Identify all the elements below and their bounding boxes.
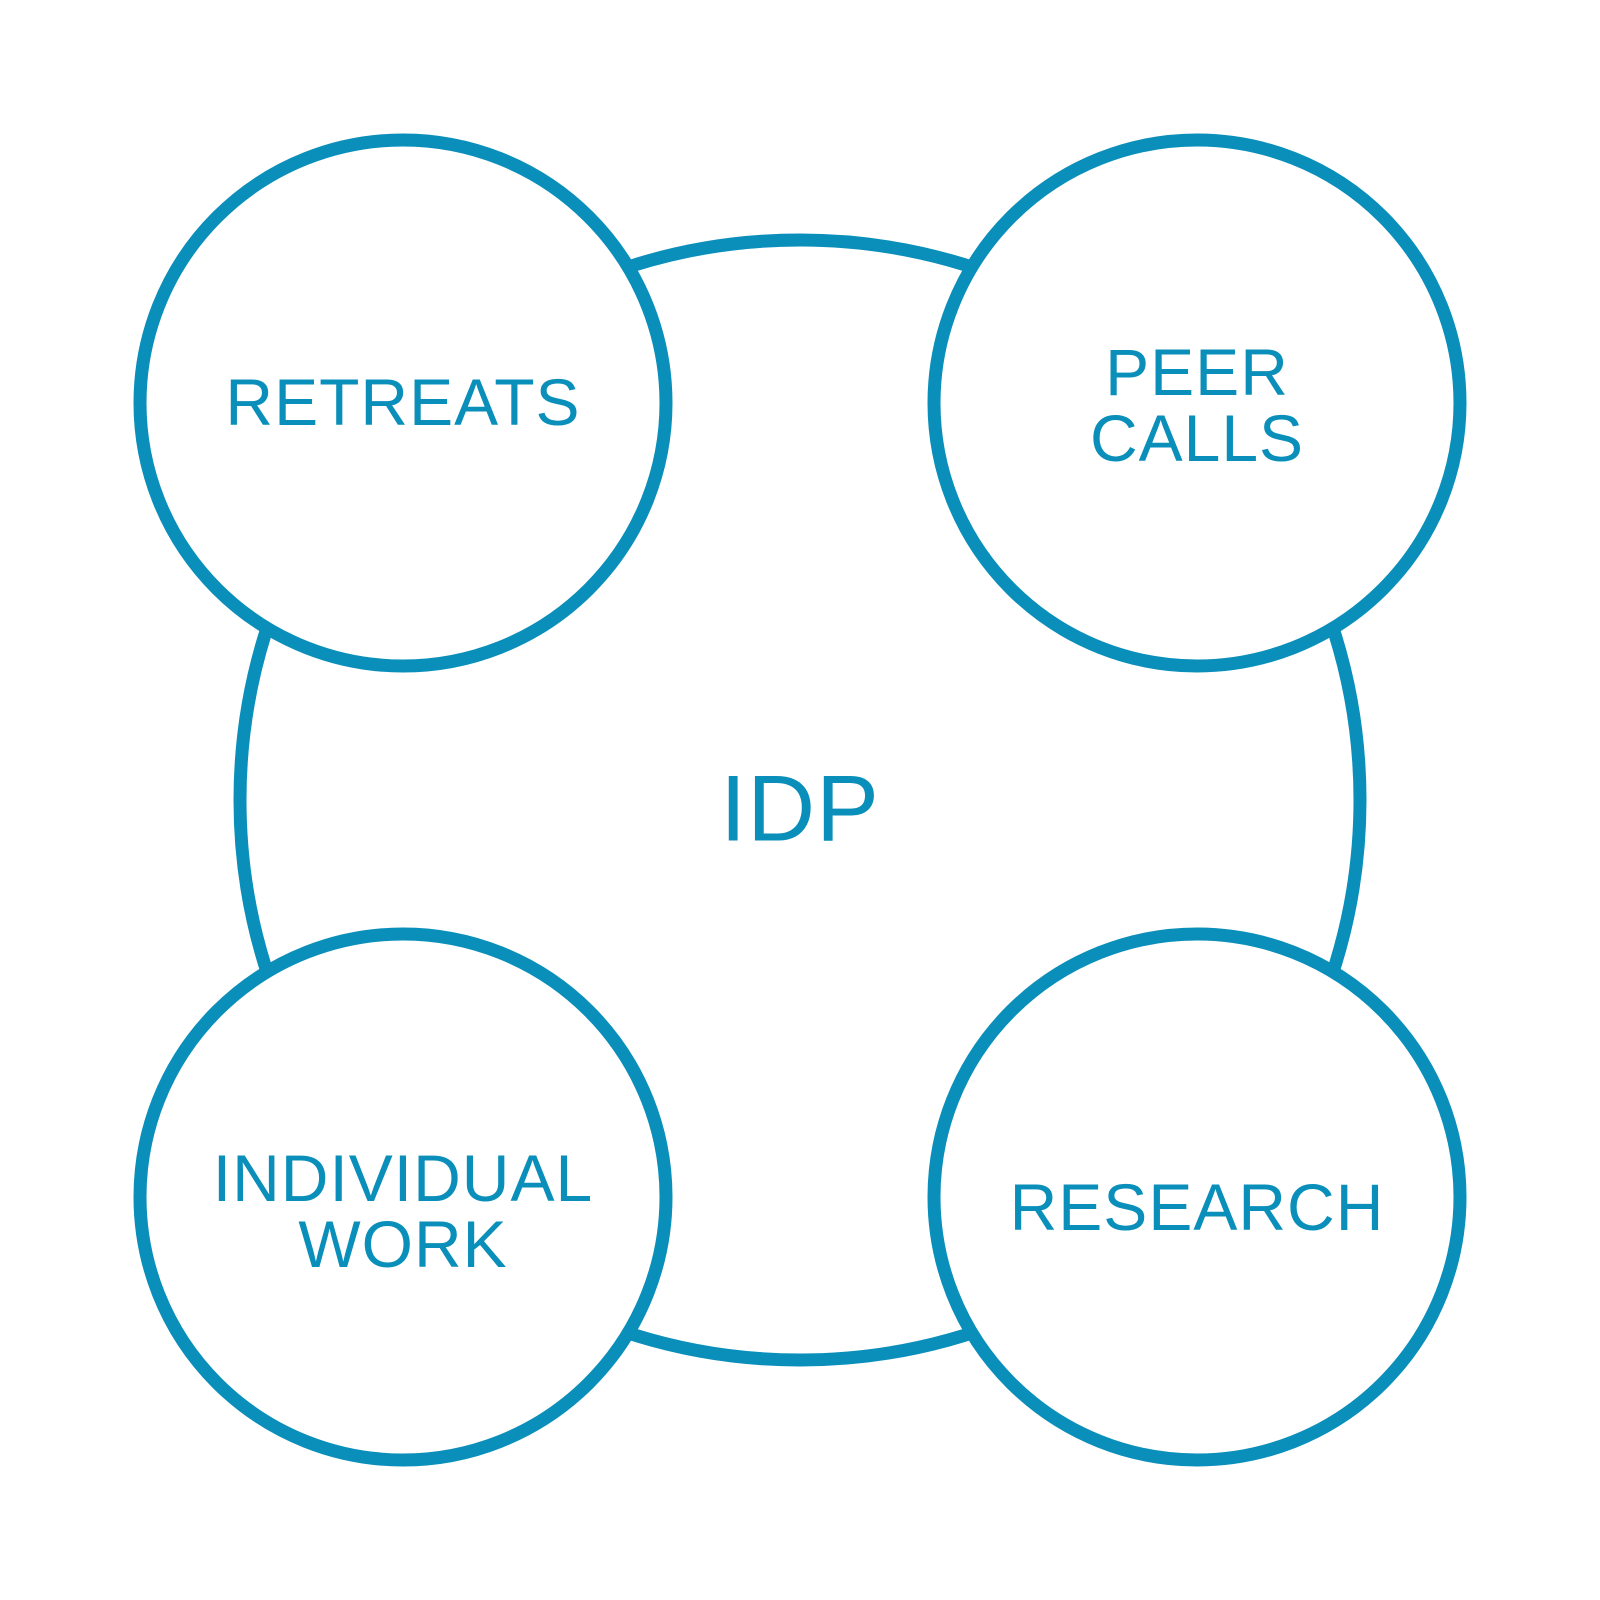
node-label-retreats: RETREATS	[225, 365, 580, 439]
center-label: IDP	[720, 756, 880, 861]
node-circle-retreats	[133, 133, 673, 673]
node-circle-peer-calls	[927, 133, 1467, 673]
node-retreats: RETREATS	[133, 133, 673, 673]
node-circle-individual-work	[133, 927, 673, 1467]
node-research: RESEARCH	[927, 927, 1467, 1467]
node-label-research: RESEARCH	[1010, 1170, 1385, 1244]
node-individual-work: INDIVIDUAL WORK	[133, 927, 673, 1467]
node-label-individual-work-line-1: INDIVIDUAL	[213, 1141, 593, 1215]
node-label-peer-calls-line-2: CALLS	[1090, 401, 1304, 475]
node-peer-calls: PEER CALLS	[927, 133, 1467, 673]
node-circle-research	[927, 927, 1467, 1467]
node-label-peer-calls-line-1: PEER	[1105, 335, 1289, 409]
node-label-individual-work-line-2: WORK	[298, 1207, 507, 1281]
